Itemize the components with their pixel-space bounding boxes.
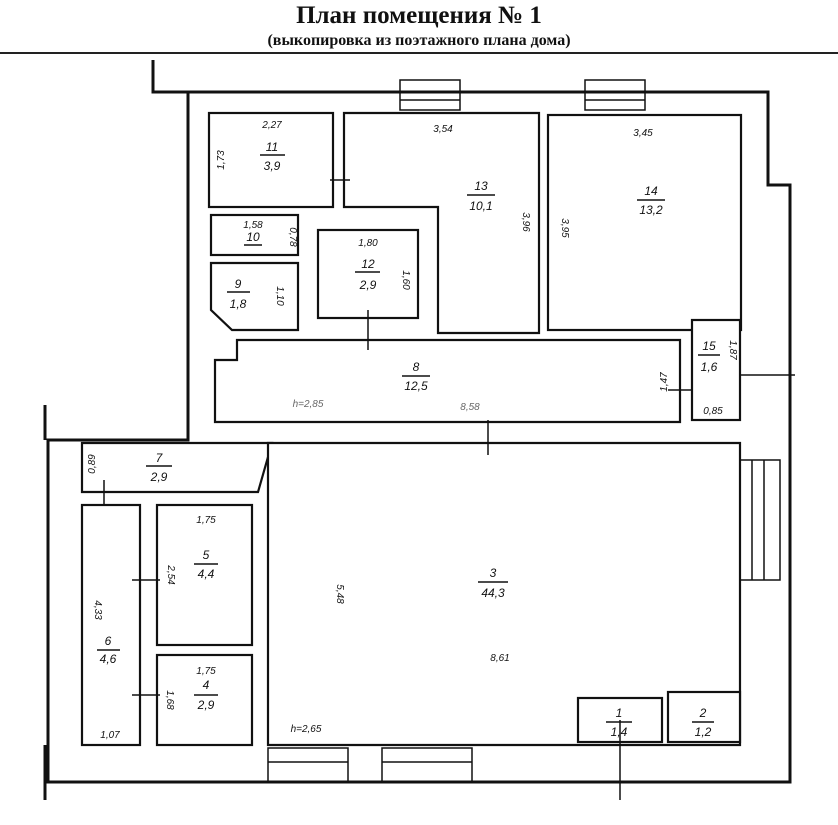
- room-8-area: 12,5: [404, 379, 428, 393]
- room-14-area: 13,2: [639, 203, 663, 217]
- room-15-width: 0,85: [703, 406, 723, 417]
- window: [267, 747, 349, 783]
- room-12-length: 1,60: [400, 270, 411, 290]
- door-marks: [100, 179, 795, 800]
- room-7-area: 2,9: [150, 470, 168, 484]
- room-3-width: 5,48: [334, 584, 345, 604]
- room-15-number: 15: [702, 339, 716, 353]
- room-10-number: 10: [246, 230, 260, 244]
- room-3: [266, 441, 742, 747]
- room-5-number: 5: [203, 548, 210, 562]
- room-2-area: 1,2: [695, 725, 712, 739]
- window: [381, 747, 473, 783]
- room-13: [342, 111, 541, 335]
- room-6-width: 1,07: [100, 730, 120, 741]
- room-12-area: 2,9: [359, 278, 377, 292]
- room-10-width: 1,58: [243, 220, 263, 231]
- room-8-length: 8,58: [460, 402, 480, 413]
- room-1-area: 1,4: [611, 725, 628, 739]
- room-7: [80, 441, 274, 494]
- room-12: [316, 228, 420, 320]
- room-3-number: 3: [490, 566, 497, 580]
- room-1-number: 1: [616, 706, 623, 720]
- room-15-length: 1,87: [727, 340, 738, 360]
- room-13-number: 13: [474, 179, 488, 193]
- room-5-width: 1,75: [196, 515, 216, 526]
- room-6-area: 4,6: [100, 652, 117, 666]
- room-6-length: 4,33: [92, 600, 103, 620]
- room-14-width: 3,45: [633, 128, 653, 139]
- room-9-length: 1,10: [274, 286, 285, 306]
- room-9: [209, 261, 300, 332]
- room-3-height: h=2,65: [291, 724, 322, 735]
- room-9-number: 9: [235, 277, 242, 291]
- room-10-length: 0,78: [287, 227, 298, 247]
- room-11-area: 3,9: [264, 159, 281, 173]
- room-11: [207, 111, 335, 209]
- room-15-area: 1,6: [701, 360, 718, 374]
- room-4-width: 1,75: [196, 666, 216, 677]
- room-4-area: 2,9: [197, 698, 215, 712]
- window: [399, 79, 461, 111]
- room-14: [546, 113, 743, 332]
- room-3-length: 8,61: [490, 653, 509, 664]
- title-underline: [0, 52, 838, 54]
- room-2-number: 2: [699, 706, 707, 720]
- room-13-length: 3,96: [520, 212, 531, 232]
- room-3-area: 44,3: [481, 586, 505, 600]
- room-6-number: 6: [105, 634, 112, 648]
- plan-title: План помещения № 1: [296, 2, 542, 29]
- room-4: [155, 653, 254, 747]
- room-8: [213, 338, 682, 424]
- room-9-area: 1,8: [230, 297, 247, 311]
- room-7-number: 7: [156, 451, 164, 465]
- room-10: [209, 213, 300, 257]
- room-12-width: 1,80: [358, 238, 378, 249]
- room-11-number: 11: [266, 140, 278, 154]
- room-11-length: 1,73: [216, 150, 227, 170]
- room-14-length: 3,95: [559, 218, 570, 238]
- room-5-area: 4,4: [198, 567, 215, 581]
- room-4-number: 4: [203, 678, 210, 692]
- room-8-number: 8: [413, 360, 420, 374]
- fraction-lines: [97, 154, 720, 723]
- room-15-door-dim: 1,47: [659, 372, 670, 392]
- room-13-area: 10,1: [469, 199, 492, 213]
- room-15: [690, 318, 742, 422]
- plan-subtitle: (выкопировка из поэтажного плана дома): [267, 32, 571, 49]
- room-8-height: h=2,85: [293, 399, 324, 410]
- room-5-length: 2,54: [165, 564, 176, 585]
- room-7-width: 0,89: [87, 454, 98, 474]
- room-13-width: 3,54: [433, 124, 453, 135]
- room-14-number: 14: [644, 184, 658, 198]
- room-2: [666, 690, 742, 744]
- window: [584, 79, 646, 111]
- room-5: [155, 503, 254, 647]
- room-6: [80, 503, 142, 747]
- room-11-width: 2,27: [261, 120, 282, 131]
- room-4-length: 1,68: [164, 690, 175, 710]
- window: [739, 459, 781, 581]
- room-12-number: 12: [361, 257, 375, 271]
